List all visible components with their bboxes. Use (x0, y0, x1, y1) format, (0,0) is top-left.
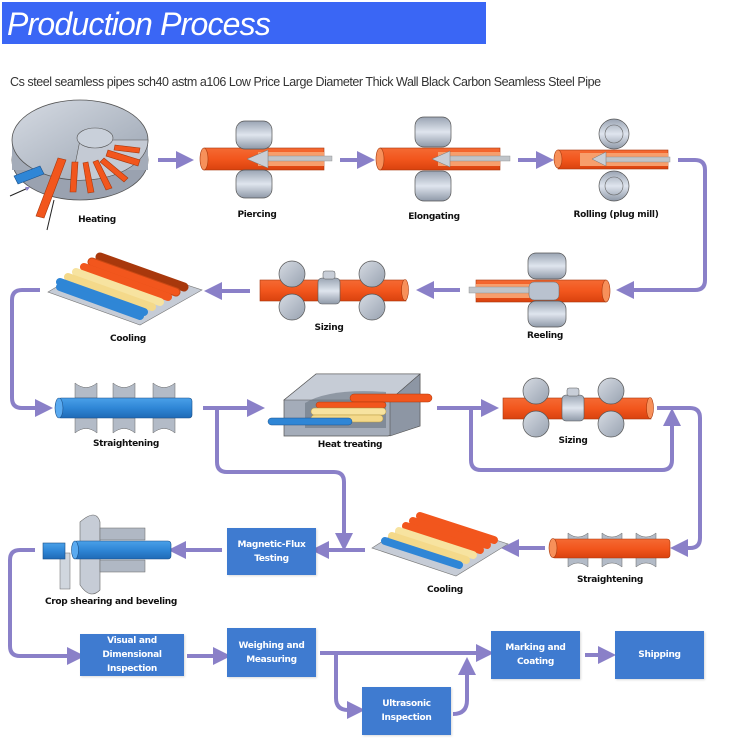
arrow-heat-treating-bypass-sizing (469, 408, 681, 472)
step-label-straightening-1: Straightening (92, 439, 160, 449)
piercing-mill-icon (199, 120, 333, 199)
reeling-mill-icon (468, 252, 611, 328)
box-line: Measuring (246, 654, 297, 665)
arrow-straightening-bypass-to-cooling (215, 408, 353, 551)
step-label-crop-shearing: Crop shearing and beveling (44, 597, 178, 607)
box-line: Visual and (107, 636, 157, 646)
sizing-mill-icon (502, 377, 654, 438)
box-line: Shipping (638, 650, 681, 660)
box-line: Dimensional Inspection (102, 650, 162, 674)
arrow-cooling-to-straightening (10, 288, 53, 417)
arrow-weighing-to-ultrasonic (334, 653, 365, 719)
step-label-straightening-2: Straightening (576, 575, 644, 585)
box-line: Weighing and (238, 640, 305, 651)
rotary-hearth-furnace-icon (9, 99, 149, 231)
arrow-rolling-to-reeling (616, 158, 707, 299)
step-label-piercing: Piercing (237, 210, 277, 220)
box-line: Marking and (505, 643, 566, 653)
arrow-sizing-to-straightening (657, 406, 702, 557)
process-box-weighing-measuring: Weighing and Measuring (227, 628, 316, 677)
step-label-rolling: Rolling (plug mill) (573, 210, 659, 220)
sizing-mill-icon (259, 260, 409, 321)
step-label-cooling-1: Cooling (110, 334, 146, 344)
elongating-mill-icon (375, 116, 511, 202)
box-line: Magnetic-Flux (237, 539, 306, 550)
step-label-heat-treating: Heat treating (317, 440, 383, 450)
heat-treatment-furnace-icon (267, 373, 433, 437)
crop-shear-icon (42, 514, 172, 595)
product-subtitle: Cs steel seamless pipes sch40 astm a106 … (10, 75, 601, 89)
step-label-sizing-2: Sizing (558, 436, 588, 446)
process-box-magnetic-flux-testing: Magnetic-Flux Testing (227, 528, 316, 575)
straightener-icon (54, 382, 193, 434)
box-line: Coating (517, 657, 554, 667)
plug-mill-icon (553, 118, 671, 202)
process-box-shipping: Shipping (615, 631, 704, 679)
step-label-sizing-1: Sizing (314, 323, 344, 333)
process-box-visual-inspection: Visual and Dimensional Inspection (80, 634, 184, 676)
cooling-bed-icon (371, 512, 509, 577)
arrow-ultrasonic-to-marking (452, 657, 476, 716)
step-label-heating: Heating (78, 215, 116, 225)
flow-arrows (8, 151, 707, 719)
title-banner: Production Process (2, 2, 486, 44)
process-box-marking-coating: Marking and Coating (491, 631, 580, 679)
step-label-cooling-2: Cooling (427, 585, 463, 595)
step-label-elongating: Elongating (408, 212, 460, 222)
arrow-crop-to-visual (8, 548, 85, 665)
box-line: Testing (254, 553, 289, 564)
box-line: Inspection (381, 713, 432, 723)
cooling-bed-icon (47, 252, 203, 326)
page-title: Production Process (7, 6, 271, 42)
straightener-icon (548, 532, 671, 568)
step-label-reeling: Reeling (526, 331, 564, 341)
process-box-ultrasonic-inspection: Ultrasonic Inspection (362, 687, 451, 735)
box-line: Ultrasonic (382, 699, 431, 709)
